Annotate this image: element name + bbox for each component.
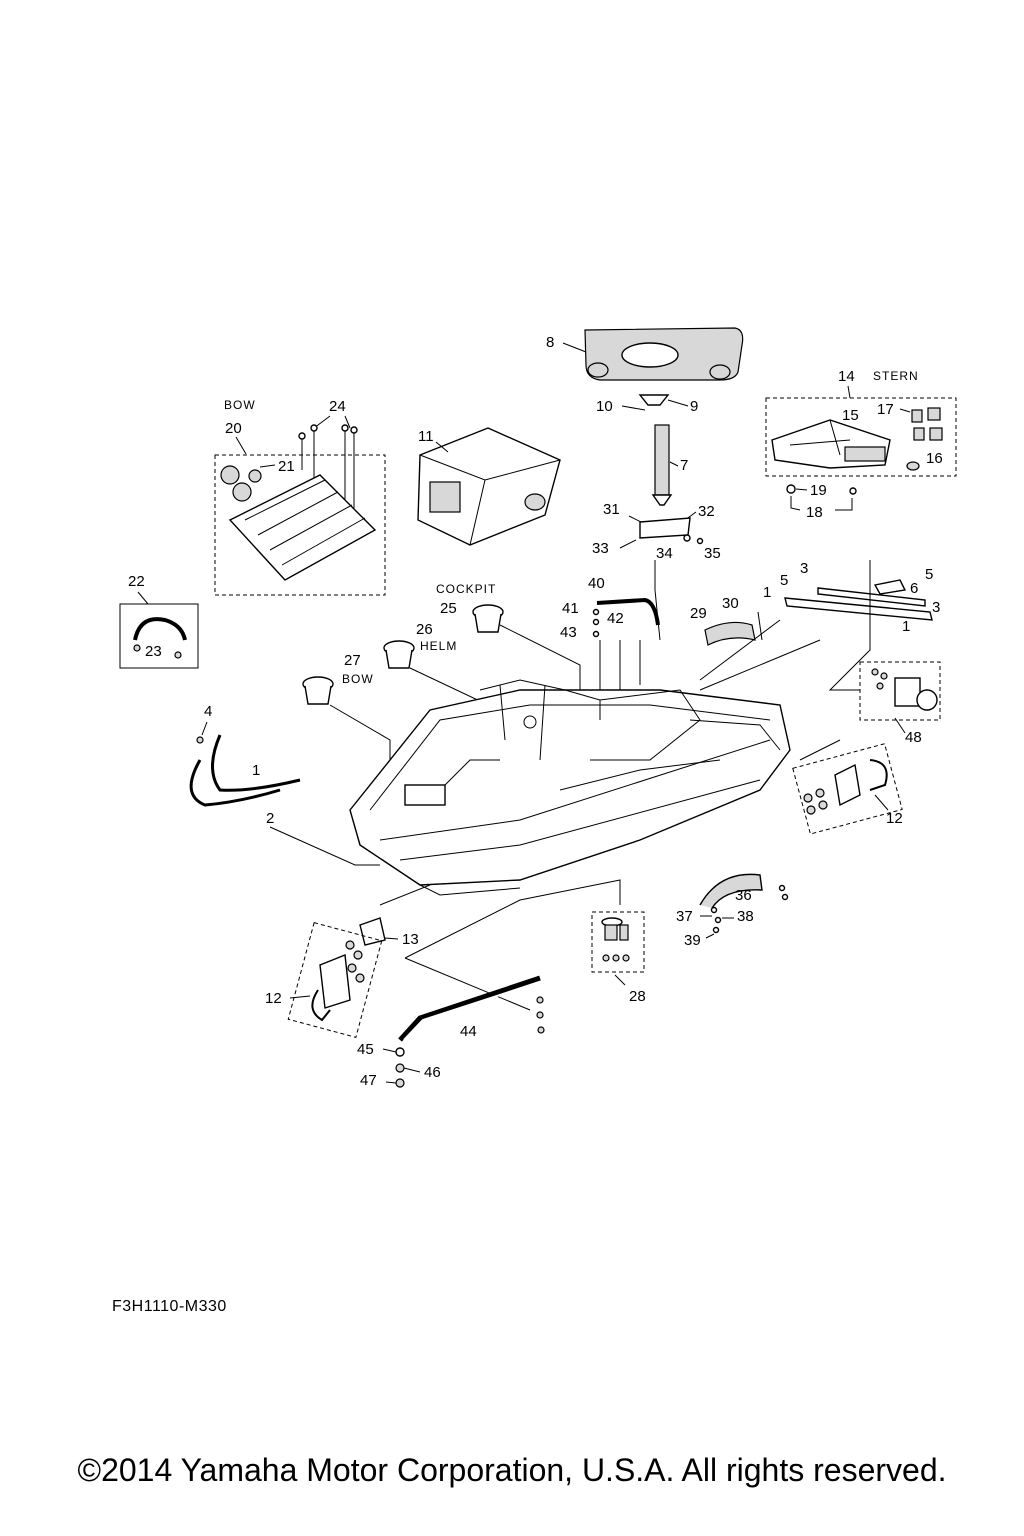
callout-12a: 12 <box>265 990 282 1007</box>
callout-2: 2 <box>266 810 274 827</box>
callout-4: 4 <box>204 703 212 720</box>
part-22-hose <box>133 617 187 659</box>
callout-14: 14 <box>838 368 855 385</box>
callout-34: 34 <box>656 545 673 562</box>
callout-3a: 3 <box>800 560 808 577</box>
callout-13: 13 <box>402 931 419 948</box>
tow-eye-group-box <box>859 661 941 721</box>
callout-44: 44 <box>460 1023 477 1040</box>
part-13-bracket <box>359 917 386 946</box>
part-29-grip <box>704 621 756 646</box>
part-31-bracket <box>639 517 691 539</box>
part-12-cleat-right <box>803 759 888 815</box>
part-19-washer <box>786 484 796 494</box>
cleat-group-right-box <box>792 743 903 835</box>
part-24-screws <box>298 424 358 540</box>
ladder-group-box <box>214 454 386 596</box>
callout-5b: 5 <box>925 566 933 583</box>
callout-29: 29 <box>690 605 707 622</box>
callout-35: 35 <box>704 545 721 562</box>
callout-3b: 3 <box>932 599 940 616</box>
callout-30: 30 <box>722 595 739 612</box>
part-20-ladder <box>220 465 377 581</box>
callout-1a: 1 <box>763 584 771 601</box>
part-3-rail <box>784 587 933 621</box>
callout-40: 40 <box>588 575 605 592</box>
callout-9: 9 <box>690 398 698 415</box>
label-stern: STERN <box>873 369 919 383</box>
callout-24: 24 <box>329 398 346 415</box>
callout-20: 20 <box>225 420 242 437</box>
stern-group-box <box>765 397 957 477</box>
part-7-pedestal <box>651 424 673 506</box>
boat-hull <box>349 679 791 896</box>
callout-42: 42 <box>607 610 624 627</box>
part-6-clip <box>873 579 907 595</box>
part-44-rail <box>398 975 541 1042</box>
callout-46: 46 <box>424 1064 441 1081</box>
part-25-cup-holder <box>472 604 504 633</box>
callout-27: 27 <box>344 652 361 669</box>
label-cockpit: COCKPIT <box>436 582 496 596</box>
cleat-group-left-box <box>287 922 383 1038</box>
hose-group-box <box>119 603 199 669</box>
part-26-cup-holder <box>383 640 415 669</box>
callout-10: 10 <box>596 398 613 415</box>
callout-12b: 12 <box>886 810 903 827</box>
callout-37: 37 <box>676 908 693 925</box>
callout-21: 21 <box>278 458 295 475</box>
callout-15: 15 <box>842 407 859 424</box>
callout-31: 31 <box>603 501 620 518</box>
callout-26: 26 <box>416 621 433 638</box>
part-36-grip <box>699 873 763 909</box>
callout-7: 7 <box>680 457 688 474</box>
callout-8: 8 <box>546 334 554 351</box>
callout-45: 45 <box>357 1041 374 1058</box>
callout-39: 39 <box>684 932 701 949</box>
callout-28: 28 <box>629 988 646 1005</box>
callout-16: 16 <box>926 450 943 467</box>
callout-18: 18 <box>806 504 823 521</box>
callout-33: 33 <box>592 540 609 557</box>
copyright-notice: ©2014 Yamaha Motor Corporation, U.S.A. A… <box>77 1452 947 1488</box>
callout-23: 23 <box>145 643 162 660</box>
part-9-mount <box>638 394 670 406</box>
callout-17: 17 <box>877 401 894 418</box>
callout-5a: 5 <box>780 572 788 589</box>
callout-1c: 1 <box>252 762 260 779</box>
label-helm: HELM <box>420 639 457 653</box>
callout-43: 43 <box>560 624 577 641</box>
part-12-cleat-left <box>311 940 365 1022</box>
part-48-tow-eye <box>871 668 938 711</box>
callout-41: 41 <box>562 600 579 617</box>
callout-1b: 1 <box>902 618 910 635</box>
part-28-drain <box>601 917 630 962</box>
part-16-plug <box>906 461 920 471</box>
callout-36: 36 <box>735 887 752 904</box>
label-bow-cup: BOW <box>342 672 374 686</box>
part-15-stern-seat <box>771 419 891 469</box>
part-27-cup-holder <box>302 676 334 705</box>
callout-22: 22 <box>128 573 145 590</box>
callout-38: 38 <box>737 908 754 925</box>
label-bow-ladder: BOW <box>224 398 256 412</box>
callout-25: 25 <box>440 600 457 617</box>
callout-48: 48 <box>905 729 922 746</box>
callout-47: 47 <box>360 1072 377 1089</box>
part-17-bumpers <box>911 407 943 441</box>
figure-code: F3H1110-M330 <box>112 1298 227 1315</box>
part-11-cooler <box>417 427 561 546</box>
part-40-grab-handle <box>596 597 660 626</box>
callout-19: 19 <box>810 482 827 499</box>
callout-32: 32 <box>698 503 715 520</box>
callout-11: 11 <box>418 428 434 445</box>
part-8-table-top <box>584 327 744 381</box>
callout-6: 6 <box>910 580 918 597</box>
